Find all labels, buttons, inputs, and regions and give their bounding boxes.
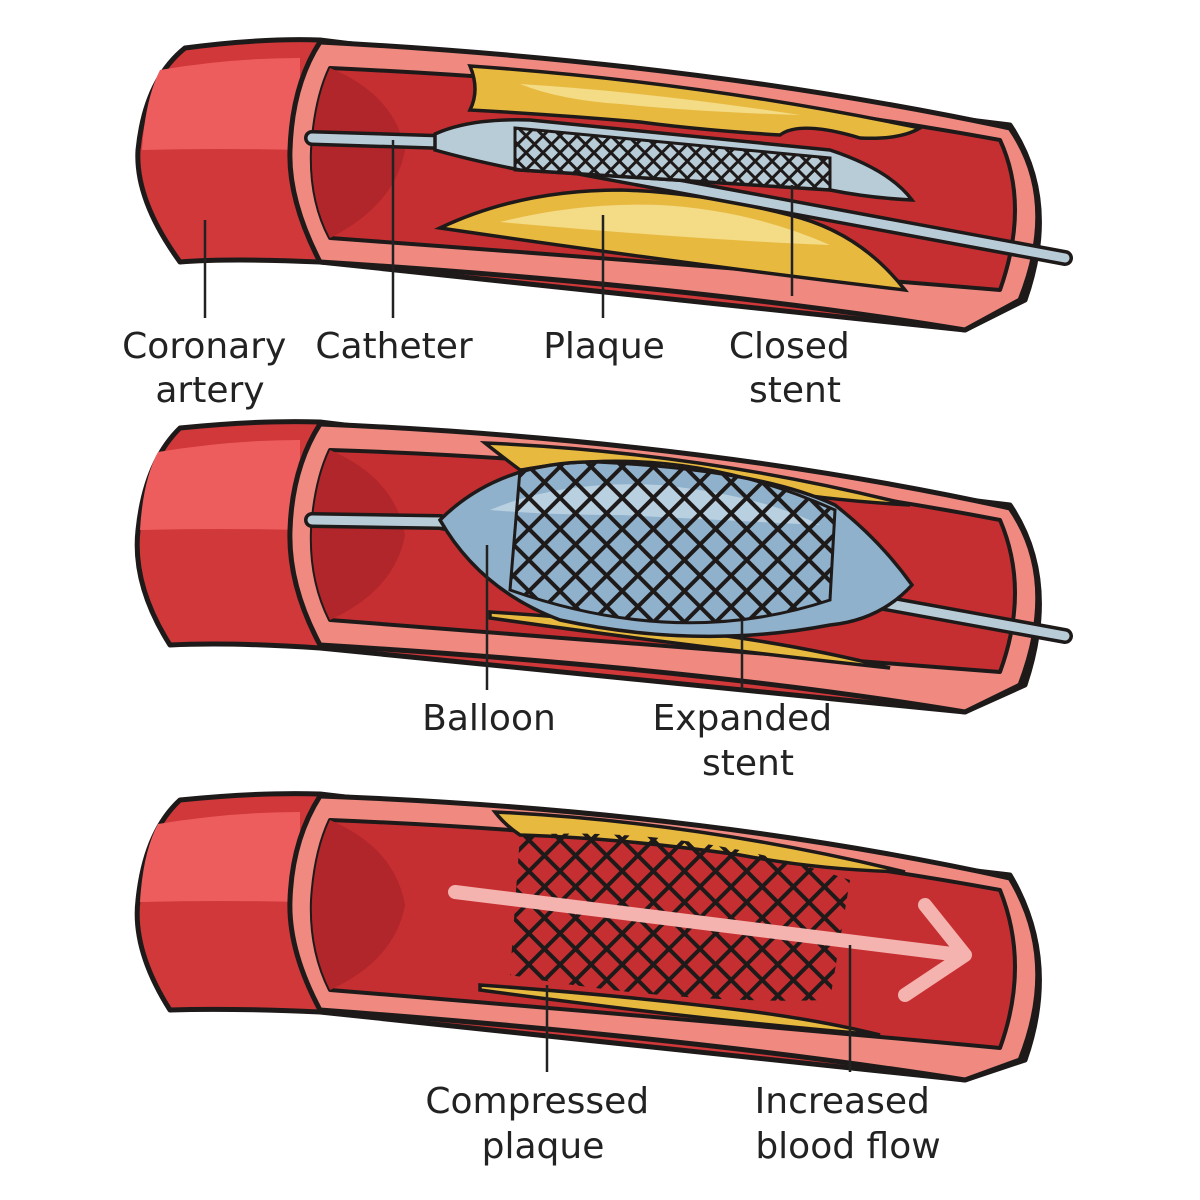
label-catheter-line1: Catheter xyxy=(315,326,473,367)
panel-result xyxy=(134,791,1042,1083)
label-compressed-plaque-line2: plaque xyxy=(482,1126,605,1167)
label-catheter: Catheter xyxy=(315,326,473,367)
label-coronary-artery: Coronary artery xyxy=(122,326,298,411)
label-compressed-plaque: Compressed plaque xyxy=(425,1081,660,1167)
label-expanded-stent: Expanded stent xyxy=(652,698,843,784)
label-expanded-stent-line2: stent xyxy=(702,743,794,784)
artery-highlight xyxy=(142,58,300,150)
label-coronary-artery-line1: Coronary xyxy=(122,326,286,367)
plaque-top-highlight xyxy=(520,84,800,115)
artery-highlight xyxy=(140,812,300,902)
labels: Coronary artery Catheter Plaque Closed s… xyxy=(122,326,942,1167)
expanded-stent-outline xyxy=(508,459,837,625)
label-coronary-artery-line2: artery xyxy=(155,370,264,411)
label-increased-blood-flow-line2: blood flow xyxy=(755,1126,940,1167)
label-plaque-line1: Plaque xyxy=(543,326,665,367)
panel-expanded-stent xyxy=(134,419,1073,715)
plaque-bottom-highlight xyxy=(500,204,830,245)
label-closed-stent-line1: Closed xyxy=(729,326,850,367)
lumen-shadow xyxy=(311,68,405,238)
label-expanded-stent-line1: Expanded xyxy=(652,698,832,739)
plaque-bottom xyxy=(478,983,881,1037)
closed-stent-outline xyxy=(513,126,832,192)
leader-lines xyxy=(203,140,852,1072)
label-compressed-plaque-line1: Compressed xyxy=(425,1081,649,1122)
label-increased-blood-flow-line1: Increased xyxy=(755,1081,930,1122)
lumen-shadow xyxy=(311,820,405,990)
label-plaque: Plaque xyxy=(543,326,665,367)
blood-flow-arrowhead-icon xyxy=(898,898,972,1002)
artery-highlight xyxy=(140,440,300,530)
label-closed-stent: Closed stent xyxy=(729,326,861,411)
label-closed-stent-line2: stent xyxy=(749,370,841,411)
panel-closed-stent xyxy=(135,37,1073,333)
label-increased-blood-flow: Increased blood flow xyxy=(755,1081,942,1167)
label-balloon-line1: Balloon xyxy=(422,698,556,739)
label-balloon: Balloon xyxy=(422,698,556,739)
lumen-shadow xyxy=(311,450,405,620)
blood-flow-arrow-icon xyxy=(448,885,967,962)
